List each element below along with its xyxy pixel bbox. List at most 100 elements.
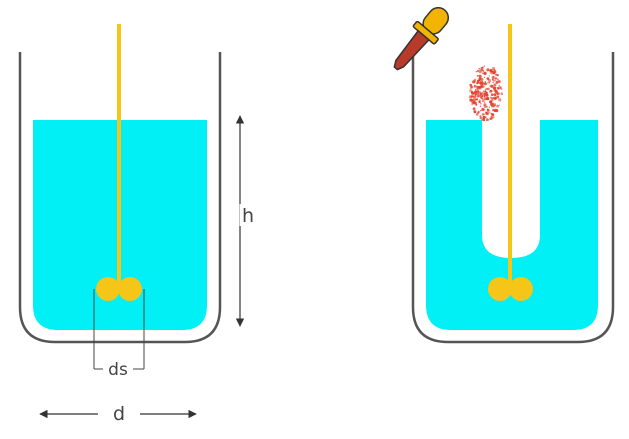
dye-droplet bbox=[469, 98, 473, 102]
dye-droplet bbox=[486, 97, 489, 99]
dye-droplet bbox=[469, 83, 473, 87]
left-vessel-wall bbox=[18, 52, 222, 344]
dye-droplet bbox=[493, 86, 497, 90]
dye-spray bbox=[468, 65, 504, 122]
dye-droplet bbox=[492, 97, 494, 100]
dye-droplet bbox=[470, 87, 472, 89]
dye-droplet bbox=[475, 103, 478, 106]
dye-droplet bbox=[483, 65, 486, 67]
dye-droplet bbox=[480, 119, 483, 121]
dye-droplet bbox=[478, 69, 482, 74]
dye-droplet bbox=[472, 97, 477, 101]
dye-droplet bbox=[487, 88, 489, 90]
dye-droplet bbox=[480, 68, 483, 71]
dye-droplet bbox=[485, 93, 489, 97]
dye-droplet bbox=[479, 115, 482, 118]
dye-droplet bbox=[478, 85, 482, 89]
dye-droplet bbox=[487, 87, 490, 91]
left-stirrer-shaft bbox=[117, 24, 121, 286]
dye-droplet bbox=[495, 80, 499, 84]
dye-droplet bbox=[479, 116, 483, 120]
dye-droplet bbox=[476, 70, 479, 72]
dye-droplet bbox=[472, 101, 476, 105]
dye-droplet bbox=[492, 110, 494, 112]
dye-droplet bbox=[493, 83, 497, 87]
dye-droplet bbox=[483, 92, 486, 95]
dye-droplet bbox=[479, 80, 484, 84]
dye-droplet bbox=[481, 99, 485, 103]
dye-droplet bbox=[483, 101, 486, 104]
dye-droplet bbox=[492, 116, 495, 119]
dye-droplet bbox=[484, 81, 487, 83]
dye-droplet bbox=[482, 116, 486, 120]
dye-droplet bbox=[488, 75, 490, 77]
h-label: h bbox=[242, 205, 254, 227]
dye-droplet bbox=[483, 76, 486, 79]
dye-droplet bbox=[480, 96, 483, 99]
dye-droplet bbox=[494, 94, 497, 96]
dye-droplet bbox=[489, 68, 493, 73]
ds-label: ds bbox=[108, 360, 128, 380]
dye-droplet bbox=[475, 112, 479, 116]
dye-droplet bbox=[470, 86, 473, 88]
dye-droplet bbox=[488, 106, 491, 108]
dye-droplet bbox=[480, 78, 484, 81]
dye-droplet bbox=[483, 97, 487, 101]
dye-droplet bbox=[476, 88, 479, 91]
dye-droplet bbox=[475, 98, 479, 101]
dye-droplet bbox=[487, 118, 490, 121]
dye-droplet bbox=[476, 74, 479, 77]
right-vessel bbox=[411, 24, 615, 344]
dye-droplet bbox=[480, 102, 482, 105]
right-stirrer-impeller bbox=[488, 277, 533, 301]
dye-droplet bbox=[483, 103, 487, 107]
dye-droplet bbox=[491, 75, 495, 79]
dye-droplet bbox=[496, 95, 500, 99]
ds-dimension bbox=[93, 289, 145, 370]
dye-droplet bbox=[491, 113, 495, 117]
dye-droplet bbox=[470, 95, 473, 98]
dye-droplet bbox=[477, 78, 481, 82]
dye-droplet bbox=[499, 86, 502, 89]
dye-droplet bbox=[498, 98, 502, 102]
dye-droplet bbox=[475, 71, 478, 73]
right-vessel-wall bbox=[411, 52, 615, 344]
dye-droplet bbox=[486, 69, 489, 72]
dye-droplet bbox=[494, 90, 499, 94]
dye-droplet bbox=[481, 95, 483, 97]
dye-droplet bbox=[479, 105, 482, 107]
dye-droplet bbox=[490, 84, 494, 88]
dye-droplet bbox=[474, 99, 476, 101]
right-liquid-vortex bbox=[426, 120, 598, 330]
dye-droplet bbox=[488, 111, 491, 114]
dye-droplet bbox=[486, 91, 488, 94]
dye-droplet bbox=[480, 85, 483, 87]
dye-droplet bbox=[497, 80, 501, 83]
dye-droplet bbox=[477, 95, 480, 98]
dye-droplet bbox=[472, 107, 476, 111]
dye-droplet bbox=[495, 73, 498, 76]
dye-droplet bbox=[476, 82, 478, 85]
dye-droplet bbox=[497, 87, 500, 90]
dye-droplet bbox=[487, 78, 492, 83]
dye-droplet bbox=[489, 117, 492, 121]
dye-droplet bbox=[486, 82, 489, 84]
dye-droplet bbox=[473, 84, 477, 88]
dye-droplet bbox=[482, 119, 485, 122]
dye-droplet bbox=[478, 100, 481, 103]
left-vessel bbox=[18, 24, 222, 344]
dye-droplet bbox=[495, 109, 499, 113]
dye-droplet bbox=[474, 93, 477, 96]
dye-droplet bbox=[475, 89, 477, 91]
dye-droplet bbox=[471, 103, 473, 106]
dye-droplet bbox=[489, 96, 492, 99]
dye-droplet bbox=[493, 79, 496, 82]
dye-droplet bbox=[496, 79, 499, 81]
dye-droplet bbox=[493, 102, 497, 106]
dye-droplet bbox=[491, 78, 494, 81]
dye-droplet bbox=[472, 80, 476, 84]
dye-droplet bbox=[479, 110, 482, 112]
dye-droplet bbox=[479, 92, 483, 96]
dye-droplet bbox=[482, 90, 485, 93]
